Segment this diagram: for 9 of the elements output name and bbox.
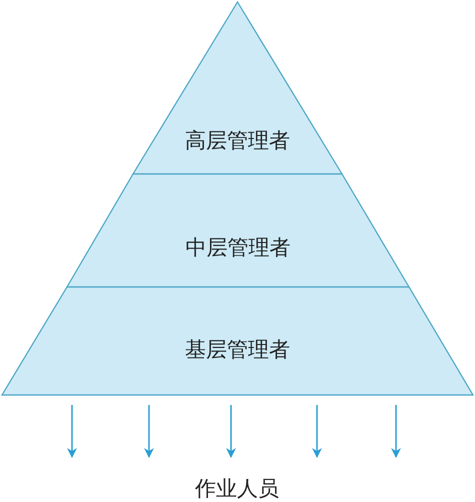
tier-label: 高层管理者 [185, 129, 290, 153]
workers-label: 作业人员 [195, 477, 279, 501]
arrow [67, 405, 77, 458]
arrow [226, 405, 236, 458]
arrow [391, 405, 401, 458]
tier-label: 中层管理者 [186, 236, 290, 260]
arrow [144, 405, 154, 458]
tier-label: 基层管理者 [185, 338, 290, 362]
arrow [312, 405, 322, 458]
